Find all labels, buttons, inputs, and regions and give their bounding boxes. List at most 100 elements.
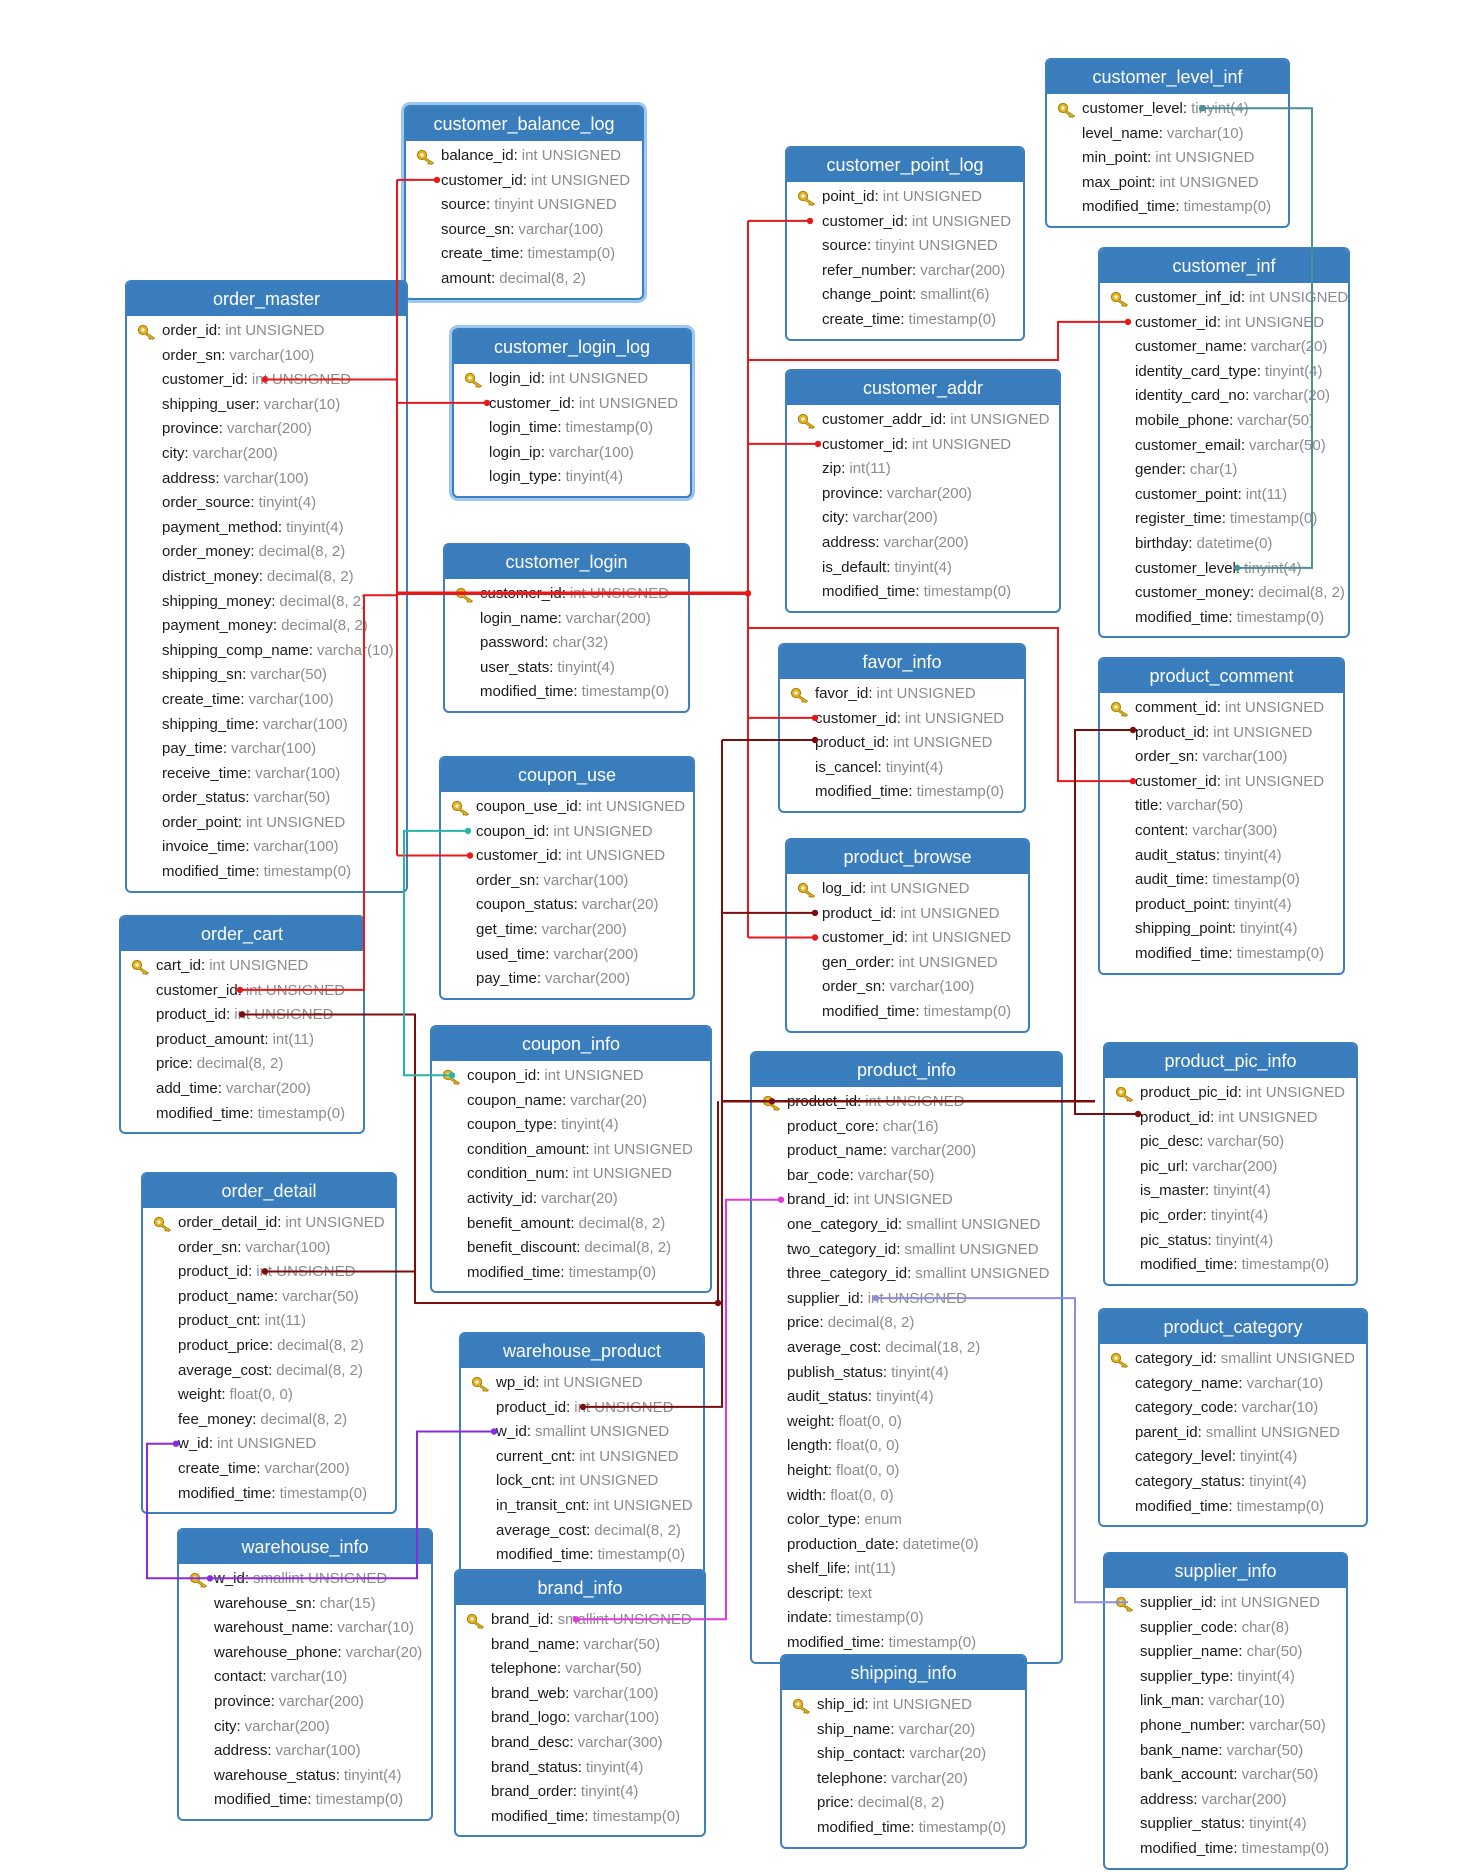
table-field[interactable]: customer_id:int UNSIGNED	[127, 368, 406, 393]
table-field[interactable]: invoice_time:varchar(100)	[127, 835, 406, 860]
table-field[interactable]: customer_id:int UNSIGNED	[1100, 770, 1343, 795]
table-field[interactable]: customer_id:int UNSIGNED	[121, 979, 363, 1004]
table-field[interactable]: modified_time:timestamp(0)	[1047, 195, 1288, 220]
table-field[interactable]: benefit_discount:decimal(8, 2)	[432, 1236, 710, 1261]
table-field[interactable]: coupon_name:varchar(20)	[432, 1089, 710, 1114]
table-field[interactable]: gender:char(1)	[1100, 458, 1348, 483]
table-field[interactable]: product_pic_id:int UNSIGNED	[1105, 1081, 1356, 1106]
table-title[interactable]: customer_point_log	[787, 148, 1023, 182]
table-field[interactable]: address:varchar(100)	[179, 1739, 431, 1764]
table-field[interactable]: product_cnt:int(11)	[143, 1309, 395, 1334]
table-field[interactable]: product_price:decimal(8, 2)	[143, 1334, 395, 1359]
table-field[interactable]: modified_time:timestamp(0)	[780, 780, 1024, 805]
table-field[interactable]: product_id:int UNSIGNED	[143, 1260, 395, 1285]
table-field[interactable]: get_time:varchar(200)	[441, 918, 693, 943]
table-field[interactable]: customer_id:int UNSIGNED	[787, 433, 1059, 458]
table-field[interactable]: pic_order:tinyint(4)	[1105, 1204, 1356, 1229]
table-field[interactable]: modified_time:timestamp(0)	[445, 680, 688, 705]
table-field[interactable]: customer_name:varchar(20)	[1100, 335, 1348, 360]
table-field[interactable]: price:decimal(8, 2)	[121, 1052, 363, 1077]
table-field[interactable]: order_point:int UNSIGNED	[127, 811, 406, 836]
table-field[interactable]: modified_time:timestamp(0)	[1100, 942, 1343, 967]
table-field[interactable]: order_money:decimal(8, 2)	[127, 540, 406, 565]
table-field[interactable]: supplier_type:tinyint(4)	[1105, 1665, 1346, 1690]
table-field[interactable]: change_point:smallint(6)	[787, 283, 1023, 308]
table-field[interactable]: product_point:tinyint(4)	[1100, 893, 1343, 918]
table-field[interactable]: customer_id:int UNSIGNED	[780, 707, 1024, 732]
table-field[interactable]: width:float(0, 0)	[752, 1484, 1061, 1509]
table-field[interactable]: parent_id:smallint UNSIGNED	[1100, 1421, 1366, 1446]
table-title[interactable]: customer_login_log	[454, 330, 690, 364]
table-field[interactable]: customer_money:decimal(8, 2)	[1100, 581, 1348, 606]
table-field[interactable]: order_id:int UNSIGNED	[127, 319, 406, 344]
table-field[interactable]: modified_time:timestamp(0)	[1100, 606, 1348, 631]
table-field[interactable]: category_name:varchar(10)	[1100, 1372, 1366, 1397]
table-field[interactable]: brand_web:varchar(100)	[456, 1682, 704, 1707]
table-field[interactable]: address:varchar(200)	[787, 531, 1059, 556]
table-field[interactable]: login_type:tinyint(4)	[454, 465, 690, 490]
table-field[interactable]: indate:timestamp(0)	[752, 1606, 1061, 1631]
table-field[interactable]: customer_id:int UNSIGNED	[787, 210, 1023, 235]
table-field[interactable]: source:tinyint UNSIGNED	[787, 234, 1023, 259]
table-field[interactable]: source_sn:varchar(100)	[406, 218, 642, 243]
table-title[interactable]: customer_balance_log	[406, 107, 642, 141]
table-field[interactable]: address:varchar(100)	[127, 467, 406, 492]
table-field[interactable]: warehoust_name:varchar(10)	[179, 1616, 431, 1641]
table-field[interactable]: customer_id:int UNSIGNED	[787, 926, 1028, 951]
table-field[interactable]: refer_number:varchar(200)	[787, 259, 1023, 284]
table-field[interactable]: link_man:varchar(10)	[1105, 1689, 1346, 1714]
table-field[interactable]: city:varchar(200)	[179, 1715, 431, 1740]
table-field[interactable]: brand_order:tinyint(4)	[456, 1780, 704, 1805]
table-title[interactable]: shipping_info	[782, 1656, 1025, 1690]
table-title[interactable]: product_comment	[1100, 659, 1343, 693]
table-title[interactable]: supplier_info	[1105, 1554, 1346, 1588]
table-field[interactable]: benefit_amount:decimal(8, 2)	[432, 1212, 710, 1237]
table-field[interactable]: source:tinyint UNSIGNED	[406, 193, 642, 218]
table-field[interactable]: shipping_point:tinyint(4)	[1100, 917, 1343, 942]
table-field[interactable]: telephone:varchar(50)	[456, 1657, 704, 1682]
table-field[interactable]: ship_id:int UNSIGNED	[782, 1693, 1025, 1718]
table-field[interactable]: order_sn:varchar(100)	[441, 869, 693, 894]
table-field[interactable]: order_status:varchar(50)	[127, 786, 406, 811]
table-field[interactable]: height:float(0, 0)	[752, 1459, 1061, 1484]
table-field[interactable]: login_id:int UNSIGNED	[454, 367, 690, 392]
table-field[interactable]: point_id:int UNSIGNED	[787, 185, 1023, 210]
table-field[interactable]: modified_time:timestamp(0)	[1105, 1837, 1346, 1862]
table-field[interactable]: brand_logo:varchar(100)	[456, 1706, 704, 1731]
table-field[interactable]: modified_time:timestamp(0)	[461, 1543, 703, 1568]
table-field[interactable]: product_id:int UNSIGNED	[780, 731, 1024, 756]
table-field[interactable]: product_id:int UNSIGNED	[752, 1090, 1061, 1115]
table-title[interactable]: order_cart	[121, 917, 363, 951]
table-title[interactable]: warehouse_info	[179, 1530, 431, 1564]
table-field[interactable]: balance_id:int UNSIGNED	[406, 144, 642, 169]
table-field[interactable]: customer_addr_id:int UNSIGNED	[787, 408, 1059, 433]
table-title[interactable]: order_detail	[143, 1174, 395, 1208]
table-field[interactable]: login_name:varchar(200)	[445, 607, 688, 632]
table-title[interactable]: customer_level_inf	[1047, 60, 1288, 94]
table-field[interactable]: modified_time:timestamp(0)	[1100, 1495, 1366, 1520]
table-field[interactable]: identity_card_no:varchar(20)	[1100, 384, 1348, 409]
table-field[interactable]: weight:float(0, 0)	[752, 1410, 1061, 1435]
table-field[interactable]: shipping_money:decimal(8, 2)	[127, 590, 406, 615]
table-field[interactable]: gen_order:int UNSIGNED	[787, 951, 1028, 976]
table-field[interactable]: city:varchar(200)	[127, 442, 406, 467]
table-field[interactable]: pic_status:tinyint(4)	[1105, 1229, 1356, 1254]
table-field[interactable]: condition_num:int UNSIGNED	[432, 1162, 710, 1187]
table-field[interactable]: w_id:smallint UNSIGNED	[461, 1420, 703, 1445]
table-field[interactable]: average_cost:decimal(18, 2)	[752, 1336, 1061, 1361]
table-field[interactable]: order_sn:varchar(100)	[143, 1236, 395, 1261]
table-field[interactable]: is_default:tinyint(4)	[787, 556, 1059, 581]
table-field[interactable]: phone_number:varchar(50)	[1105, 1714, 1346, 1739]
table-field[interactable]: max_point:int UNSIGNED	[1047, 171, 1288, 196]
